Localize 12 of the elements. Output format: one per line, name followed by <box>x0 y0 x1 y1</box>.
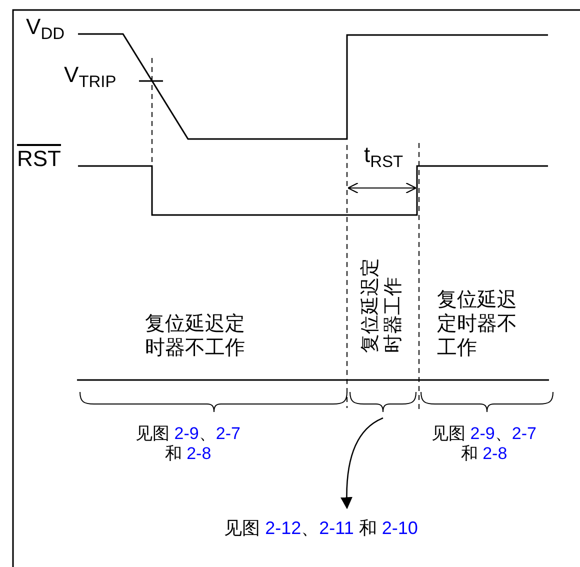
brace <box>350 392 416 412</box>
phase-label: 复位延迟定时器不工作 <box>437 288 518 360</box>
curved-arrow <box>340 417 384 510</box>
phase-label: 复位延迟定时器工作 <box>360 256 405 353</box>
phase-label: 复位延迟定时器不工作 <box>145 312 246 360</box>
time-label: t$_{RST}$ <box>364 142 404 173</box>
signal-name: V$_{DD}$ <box>26 14 65 45</box>
threshold-label: V$_{TRIP}$ <box>64 62 116 93</box>
reference-note: 见图 2-9、2-7 和 2-8 <box>430 424 538 465</box>
signal-name: RST <box>17 146 61 172</box>
reference-note: 见图 2-9、2-7 和 2-8 <box>134 424 242 465</box>
reference-note: 见图 2-12、2-11 和 2-10 <box>190 514 452 542</box>
